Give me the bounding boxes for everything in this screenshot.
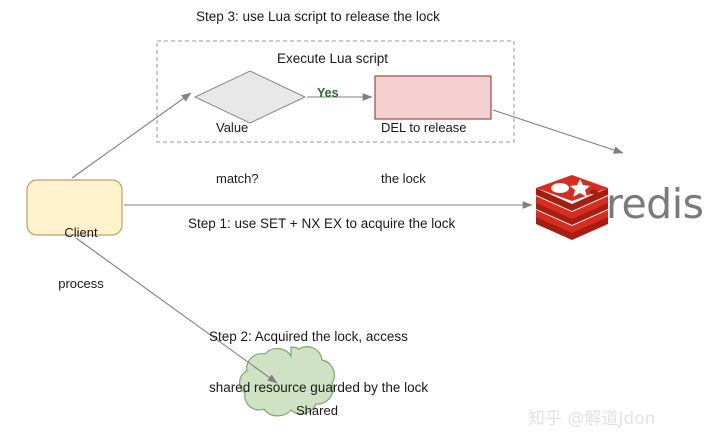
del-line1: DEL to release [381, 120, 467, 135]
client-process-label: Client process [51, 190, 111, 326]
client-process-line1: Client [64, 225, 98, 240]
del-release-lock-shape [374, 75, 492, 120]
shared-resource-cloud-shape [239, 346, 335, 417]
step3-title: Step 3: use Lua script to release the lo… [196, 9, 440, 24]
step2-label-line1: Step 2: Acquired the lock, access [209, 329, 408, 344]
client-process-shape [26, 179, 123, 236]
decision-value-match-shape [193, 70, 307, 124]
arrow-client-to-shared-resource [75, 237, 278, 384]
step1-label: Step 1: use SET + NX EX to acquire the l… [188, 216, 456, 231]
del-line2: the lock [381, 171, 426, 186]
yes-branch-label: Yes [317, 86, 339, 100]
watermark: 知乎 @解道Jdon [528, 409, 656, 429]
del-release-lock-label: DEL to release the lock [381, 85, 467, 221]
shared-resource-line1: Shared [296, 403, 338, 418]
arrow-client-to-lua [71, 92, 192, 179]
shared-resource-label: Shared resource [296, 368, 347, 443]
redis-logo-icon [536, 175, 608, 240]
step2-label: Step 2: Acquired the lock, access shared… [209, 294, 428, 430]
arrow-del-to-redis [492, 109, 624, 154]
decision-value-match-label: Value match? [216, 85, 259, 221]
decision-line1: Value [216, 120, 249, 135]
execute-lua-script-label: Execute Lua script [277, 51, 389, 66]
step2-label-line2: shared resource guarded by the lock [209, 380, 429, 395]
execute-lua-script-container [156, 40, 515, 143]
decision-line2: match? [216, 171, 259, 186]
redis-wordmark: redis [606, 180, 704, 228]
client-process-line2: process [58, 276, 104, 291]
